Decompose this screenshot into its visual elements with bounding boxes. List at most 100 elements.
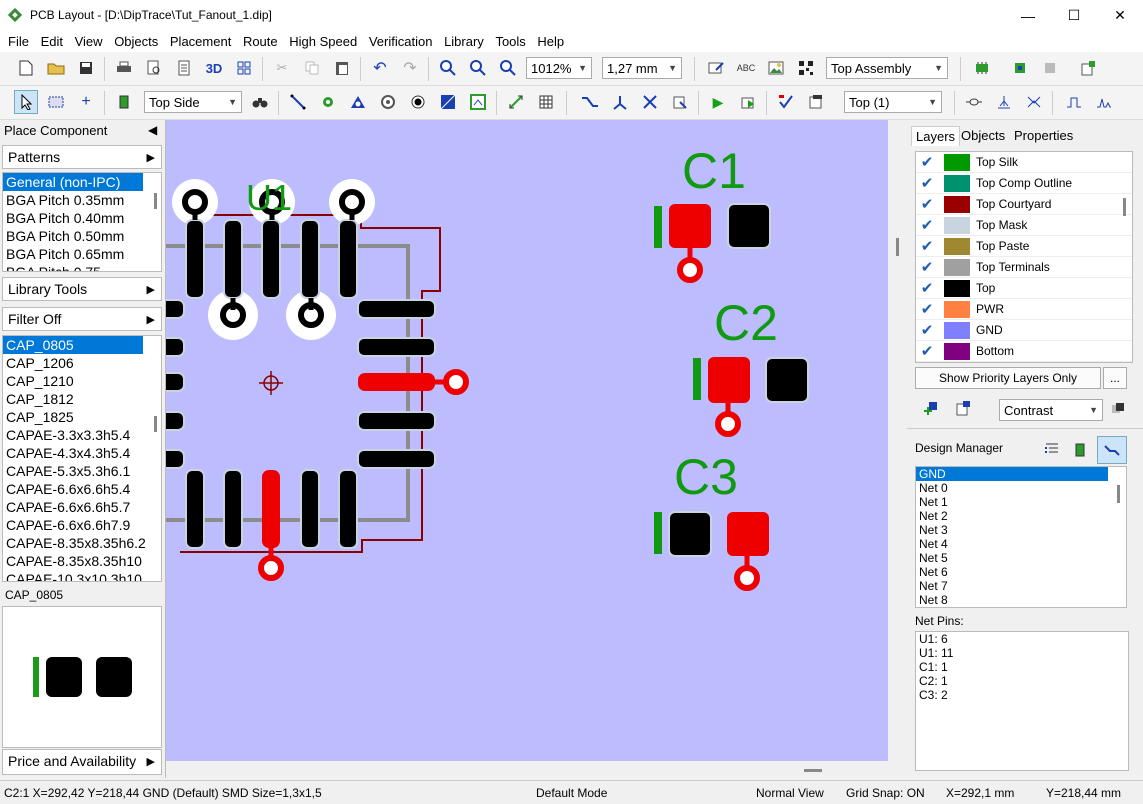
list-item[interactable]: CAP_1206 [6, 355, 74, 371]
list-item[interactable]: BGA Pitch 0.75 [6, 264, 101, 272]
place-component-icon[interactable] [112, 90, 136, 114]
list-item[interactable]: CAP_1210 [6, 373, 74, 389]
layer-select[interactable]: Top (1)▼ [844, 91, 942, 113]
layer-visible-checkbox[interactable]: ✔ [920, 322, 934, 339]
maximize-button[interactable]: ☐ [1067, 7, 1081, 23]
dm-nets-button[interactable] [1097, 436, 1127, 464]
layer-row[interactable]: ✔GND [916, 320, 1132, 341]
layer-row[interactable]: ✔Top Silk [916, 152, 1132, 173]
dm-components-icon[interactable] [1073, 442, 1087, 461]
signal-wave-icon[interactable] [1092, 90, 1116, 114]
run-autorouter-icon[interactable]: ▶ [712, 93, 724, 110]
list-item[interactable]: Net 4 [919, 537, 948, 551]
layer-row[interactable]: ✔PWR [916, 299, 1132, 320]
menu-help[interactable]: Help [537, 34, 565, 49]
list-item[interactable]: Net 2 [919, 509, 948, 523]
price-availability-dropdown[interactable]: Price and Availability▶ [2, 749, 162, 775]
nets-list[interactable]: GND Net 0 Net 1 Net 2 Net 3 Net 4 Net 5 … [915, 466, 1127, 608]
layer-color-swatch[interactable] [944, 321, 970, 339]
zoom-fit-icon[interactable] [496, 56, 520, 80]
layer-color-swatch[interactable] [944, 153, 970, 171]
place-via-triangle-icon[interactable] [346, 90, 370, 114]
route-trace-icon[interactable] [286, 90, 310, 114]
unroute-icon[interactable] [638, 90, 662, 114]
redo-icon[interactable]: ↷ [403, 60, 417, 77]
list-item[interactable]: CAP_1812 [6, 391, 74, 407]
place-via-icon[interactable] [376, 90, 400, 114]
layer-visible-checkbox[interactable]: ✔ [920, 154, 934, 171]
place-hole-icon[interactable] [406, 90, 430, 114]
length-tune-icon[interactable] [962, 90, 986, 114]
contrast-settings-icon[interactable] [1111, 402, 1125, 419]
layer-color-swatch[interactable] [944, 174, 970, 192]
menu-library[interactable]: Library [444, 34, 484, 49]
canvas-horizontal-scrollbar[interactable] [166, 761, 888, 778]
pattern-group-list[interactable]: General (non-IPC) BGA Pitch 0.35mm BGA P… [2, 172, 162, 272]
menu-high-speed[interactable]: High Speed [289, 34, 358, 49]
zoom-in-icon[interactable] [436, 56, 460, 80]
menu-verification[interactable]: Verification [368, 34, 433, 49]
image-icon[interactable] [764, 56, 788, 80]
scrollbar-thumb[interactable] [1123, 198, 1126, 216]
layer-row[interactable]: ✔Top Paste [916, 236, 1132, 257]
select-area-icon[interactable] [44, 90, 68, 114]
list-item[interactable]: CAPAE-3.3x3.3h5.4 [6, 427, 131, 443]
list-item[interactable]: U1: 6 [919, 632, 948, 646]
spell-check-icon[interactable]: ABC [736, 63, 756, 73]
status-grid-snap[interactable]: Grid Snap: ON [846, 786, 925, 800]
menu-tools[interactable]: Tools [495, 34, 526, 49]
pcb-canvas[interactable]: U1 C1 C2 C3 [166, 120, 888, 761]
new-file-icon[interactable] [14, 56, 38, 80]
assembly-select[interactable]: Top Assembly▼ [826, 57, 948, 79]
list-item[interactable]: U1: 11 [919, 646, 954, 660]
copper-pour-icon[interactable] [436, 90, 460, 114]
diff-pair-icon[interactable] [1022, 90, 1046, 114]
dimension-icon[interactable] [504, 90, 528, 114]
scrollbar-thumb[interactable] [896, 238, 899, 256]
layers-list[interactable]: ✔Top Silk✔Top Comp Outline✔Top Courtyard… [915, 151, 1133, 363]
scrollbar-thumb[interactable] [1117, 485, 1120, 503]
qr-code-icon[interactable] [794, 56, 818, 80]
list-item[interactable]: GND [916, 467, 1108, 481]
canvas-vertical-scrollbar[interactable] [888, 120, 907, 761]
list-item[interactable]: BGA Pitch 0.40mm [6, 210, 125, 226]
tab-properties[interactable]: Properties [1014, 128, 1074, 143]
pattern-list[interactable]: CAP_0805 CAP_1206 CAP_1210 CAP_1812 CAP_… [2, 335, 162, 582]
layer-visible-checkbox[interactable]: ✔ [920, 259, 934, 276]
component-swap-icon[interactable] [1008, 56, 1032, 80]
signal-pulse-icon[interactable] [1062, 90, 1086, 114]
board-outline-icon[interactable] [466, 90, 490, 114]
run-current-icon[interactable] [736, 90, 760, 114]
filter-dropdown[interactable]: Filter Off▶ [2, 307, 162, 331]
list-item[interactable]: C2: 1 [919, 674, 948, 688]
layer-row[interactable]: ✔Bottom [916, 341, 1132, 362]
layer-color-swatch[interactable] [944, 237, 970, 255]
layer-visible-checkbox[interactable]: ✔ [920, 280, 934, 297]
menu-route[interactable]: Route [242, 34, 278, 49]
net-pins-list[interactable]: U1: 6 U1: 11 C1: 1 C2: 1 C3: 2 [915, 631, 1129, 771]
list-item[interactable]: CAPAE-6.6x6.6h7.9 [6, 517, 131, 533]
list-item[interactable]: Net 0 [919, 481, 948, 495]
close-button[interactable]: ✕ [1114, 7, 1126, 23]
paste-icon[interactable] [330, 56, 354, 80]
patterns-dropdown[interactable]: Patterns▶ [2, 145, 162, 169]
pcb-drawing[interactable]: U1 C1 C2 C3 [166, 120, 888, 761]
list-item[interactable]: Net 1 [919, 495, 948, 509]
layer-color-swatch[interactable] [944, 258, 970, 276]
drc-check-icon[interactable] [774, 90, 798, 114]
show-priority-layers-button[interactable]: Show Priority Layers Only [915, 367, 1101, 389]
grid-select[interactable]: 1,27 mm▼ [602, 57, 682, 79]
autoroute-icon[interactable] [578, 90, 602, 114]
impedance-icon[interactable] [992, 90, 1016, 114]
print-preview-icon[interactable] [142, 56, 166, 80]
more-options-button[interactable]: ... [1103, 367, 1127, 389]
layer-color-swatch[interactable] [944, 195, 970, 213]
crosshair-icon[interactable]: + [81, 93, 91, 110]
list-item[interactable]: CAP_0805 [3, 336, 143, 354]
list-item[interactable]: CAPAE-8.35x8.35h10 [6, 553, 142, 569]
layer-row[interactable]: ✔Top Mask [916, 215, 1132, 236]
layer-visible-checkbox[interactable]: ✔ [920, 217, 934, 234]
export-icon[interactable] [1076, 56, 1100, 80]
layer-visible-checkbox[interactable]: ✔ [920, 238, 934, 255]
list-item[interactable]: CAP_1825 [6, 409, 74, 425]
